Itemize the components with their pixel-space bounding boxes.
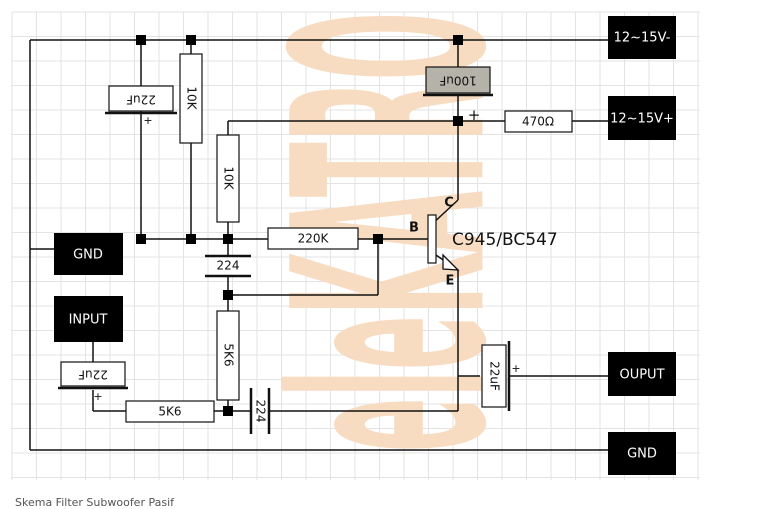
- terminal-supply-pos-label: 12~15V+: [610, 112, 674, 127]
- transistor-pin-e: E: [446, 274, 455, 289]
- terminal-output-label: OUPUT: [619, 368, 664, 383]
- junction-dot: [223, 234, 233, 244]
- capacitor-c-output-plus: +: [511, 362, 520, 375]
- terminal-gnd-left: GND: [54, 233, 123, 275]
- junction-dot: [453, 116, 463, 126]
- resistor-r-5k6-vertical: 5K6: [216, 310, 240, 401]
- junction-dot: [223, 290, 233, 300]
- capacitor-c-bottom-label: 224: [254, 400, 268, 423]
- terminal-gnd-right-label: GND: [627, 447, 657, 462]
- resistor-r-top: 10K: [179, 53, 203, 144]
- junction-dot: [136, 234, 146, 244]
- terminal-output: OUPUT: [608, 352, 676, 396]
- transistor-q1: B C E C945/BC547: [409, 196, 558, 289]
- resistor-r-supply-label: 470Ω: [522, 115, 554, 129]
- junction-dot: [186, 35, 196, 45]
- transistor-model: C945/BC547: [452, 230, 558, 250]
- resistor-r-5k6-vertical-label: 5K6: [222, 343, 236, 366]
- junction-dots: [136, 35, 463, 416]
- terminal-gnd-right: GND: [608, 432, 676, 475]
- resistor-r-top-label: 10K: [185, 86, 199, 110]
- terminal-gnd-left-label: GND: [73, 248, 103, 263]
- junction-dot: [223, 406, 233, 416]
- capacitor-c-supply: 100uF +: [423, 66, 493, 124]
- capacitor-c-mid-label: 224: [217, 259, 240, 273]
- capacitor-c-input-plus: +: [93, 390, 102, 403]
- resistor-r-supply: 470Ω: [504, 110, 573, 133]
- capacitor-c-mid: 224: [205, 254, 251, 278]
- resistor-r-base-label: 220K: [298, 232, 330, 246]
- capacitor-c-top-left-plus: +: [143, 114, 152, 127]
- resistor-r-5k6-horizontal: 5K6: [125, 400, 215, 423]
- junction-dot: [453, 35, 463, 45]
- terminal-supply-neg-label: 12~15V-: [614, 31, 671, 46]
- transistor-pin-b: B: [409, 221, 419, 236]
- capacitor-c-supply-plus: +: [468, 106, 481, 124]
- resistor-r-mid-label: 10K: [222, 166, 236, 190]
- figure-caption: Skema Filter Subwoofer Pasif: [15, 496, 175, 509]
- capacitor-c-top-left-label: 22uF: [126, 93, 156, 107]
- junction-dot: [136, 35, 146, 45]
- terminal-supply-neg: 12~15V-: [608, 16, 676, 59]
- junction-dot: [373, 234, 383, 244]
- resistor-r-5k6-horizontal-label: 5K6: [158, 405, 181, 419]
- junction-dot: [186, 234, 196, 244]
- resistor-r-mid: 10K: [216, 134, 240, 223]
- capacitor-c-bottom: 224: [249, 388, 271, 434]
- transistor-pin-c: C: [444, 196, 454, 211]
- capacitor-c-output-label: 22uF: [488, 361, 502, 391]
- capacitor-c-input: 22uF +: [58, 361, 128, 403]
- terminal-input: INPUT: [54, 296, 123, 342]
- terminal-input-label: INPUT: [69, 313, 108, 328]
- resistor-r-base: 220K: [267, 227, 359, 250]
- capacitor-c-top-left: 22uF +: [105, 85, 177, 127]
- capacitor-c-supply-label: 100uF: [439, 74, 477, 88]
- capacitor-c-output: 22uF +: [481, 341, 521, 411]
- terminal-supply-pos: 12~15V+: [608, 96, 676, 140]
- capacitor-c-input-label: 22uF: [78, 368, 108, 382]
